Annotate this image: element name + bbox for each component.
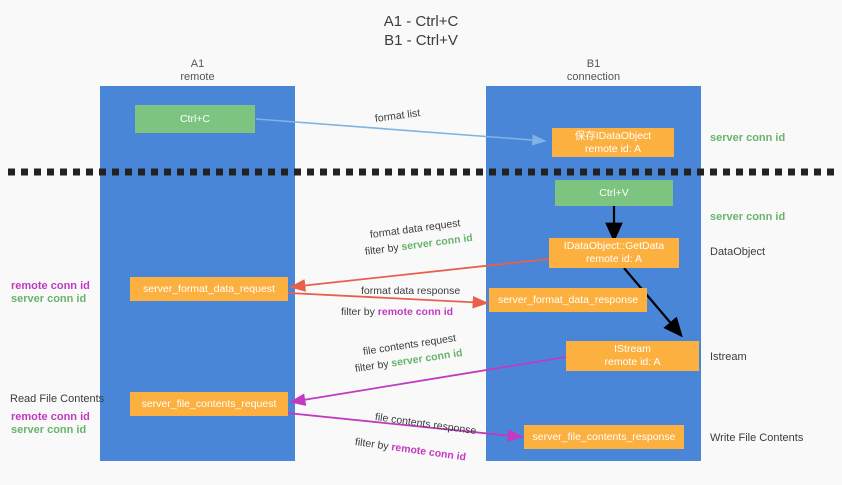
side-label-server-conn-id-mid: server conn id	[710, 210, 785, 224]
box-server-format-data-response-label: server_format_data_response	[497, 293, 639, 306]
edge-label-filter-remote-conn-2: filter by remote conn id	[354, 435, 467, 464]
lane-header-b1: B1 connection	[486, 58, 701, 84]
side-label-server-conn-id-1: server conn id	[11, 292, 86, 306]
side-label-remote-conn-id-1: remote conn id	[11, 279, 90, 293]
lane-header-a1-sub: remote	[180, 71, 215, 83]
edge-label-format-data-response: format data response	[361, 284, 460, 298]
box-save-idataobject[interactable]: 保存IDataObject remote id: A	[552, 128, 674, 157]
box-server-file-contents-response-label: server_file_contents_response	[532, 430, 676, 443]
filter-by-text-4: filter by	[354, 436, 393, 454]
box-getdata-line1: IDataObject::GetData	[563, 240, 665, 252]
title-line-1: A1 - Ctrl+C	[383, 13, 459, 30]
side-label-write-file-contents-text: Write File Contents	[710, 432, 804, 444]
box-istream-line2: remote id: A	[604, 356, 661, 368]
lane-header-b1-name: B1	[586, 58, 601, 70]
box-getdata-line2: remote id: A	[585, 253, 643, 265]
filter-by-text-2: filter by	[341, 306, 378, 318]
side-label-istream-text: Istream	[710, 351, 747, 363]
edge-label-format-data-response-text: format data response	[361, 285, 461, 297]
box-server-format-data-request-label: server_format_data_request	[143, 282, 275, 295]
remote-conn-id-text-1: remote conn id	[377, 306, 454, 318]
side-label-remote-conn-id-2: remote conn id	[11, 410, 90, 424]
box-ctrl-v[interactable]: Ctrl+V	[555, 180, 673, 206]
edge-label-format-list-text: format list	[374, 107, 421, 125]
box-ctrl-v-label: Ctrl+V	[599, 186, 629, 199]
side-label-server-conn-id-2-text: server conn id	[11, 424, 87, 436]
box-istream-line1: IStream	[614, 343, 651, 355]
side-label-istream: Istream	[710, 350, 747, 364]
side-label-server-conn-id-1-text: server conn id	[11, 293, 87, 305]
lane-header-a1: A1 remote	[100, 58, 295, 84]
lane-header-b1-sub: connection	[566, 71, 621, 83]
box-ctrl-c[interactable]: Ctrl+C	[135, 105, 255, 133]
title-line-2: B1 - Ctrl+V	[384, 32, 458, 49]
side-label-dataobject: DataObject	[710, 245, 765, 259]
box-server-format-data-request[interactable]: server_format_data_request	[130, 277, 288, 301]
side-label-write-file-contents: Write File Contents	[710, 431, 803, 445]
side-label-read-file-contents-text: Read File Contents	[10, 393, 105, 405]
box-server-file-contents-request[interactable]: server_file_contents_request	[130, 392, 288, 416]
remote-conn-id-text-2: remote conn id	[390, 441, 467, 464]
filter-by-text-3: filter by	[354, 357, 393, 375]
edge-label-file-contents-response-text: file contents response	[374, 411, 477, 438]
box-getdata[interactable]: IDataObject::GetData remote id: A	[549, 238, 679, 268]
side-label-remote-conn-id-2-text: remote conn id	[11, 411, 90, 423]
edge-label-format-list: format list	[374, 106, 421, 126]
page-title: A1 - Ctrl+C B1 - Ctrl+V	[0, 12, 842, 50]
side-label-read-file-contents: Read File Contents	[10, 392, 104, 406]
edge-label-file-contents-response: file contents response	[374, 410, 477, 438]
box-server-file-contents-response[interactable]: server_file_contents_response	[524, 425, 684, 449]
box-server-file-contents-request-label: server_file_contents_request	[141, 397, 277, 410]
box-save-idataobject-line1: 保存IDataObject	[574, 129, 652, 142]
edge-label-filter-remote-conn-1: filter by remote conn id	[341, 305, 453, 319]
side-label-remote-conn-id-1-text: remote conn id	[11, 280, 90, 292]
box-istream[interactable]: IStream remote id: A	[566, 341, 699, 371]
box-server-format-data-response[interactable]: server_format_data_response	[489, 288, 647, 312]
side-label-server-conn-id-top-text: server conn id	[710, 132, 786, 144]
side-label-server-conn-id-mid-text: server conn id	[710, 211, 786, 223]
box-save-idataobject-line2: remote id: A	[584, 142, 642, 155]
side-label-server-conn-id-2: server conn id	[11, 423, 86, 437]
lane-header-a1-name: A1	[190, 58, 205, 70]
side-label-server-conn-id-top: server conn id	[710, 131, 785, 145]
filter-by-text-1: filter by	[364, 241, 403, 258]
box-ctrl-c-label: Ctrl+C	[179, 112, 211, 125]
side-label-dataobject-text: DataObject	[710, 246, 766, 258]
